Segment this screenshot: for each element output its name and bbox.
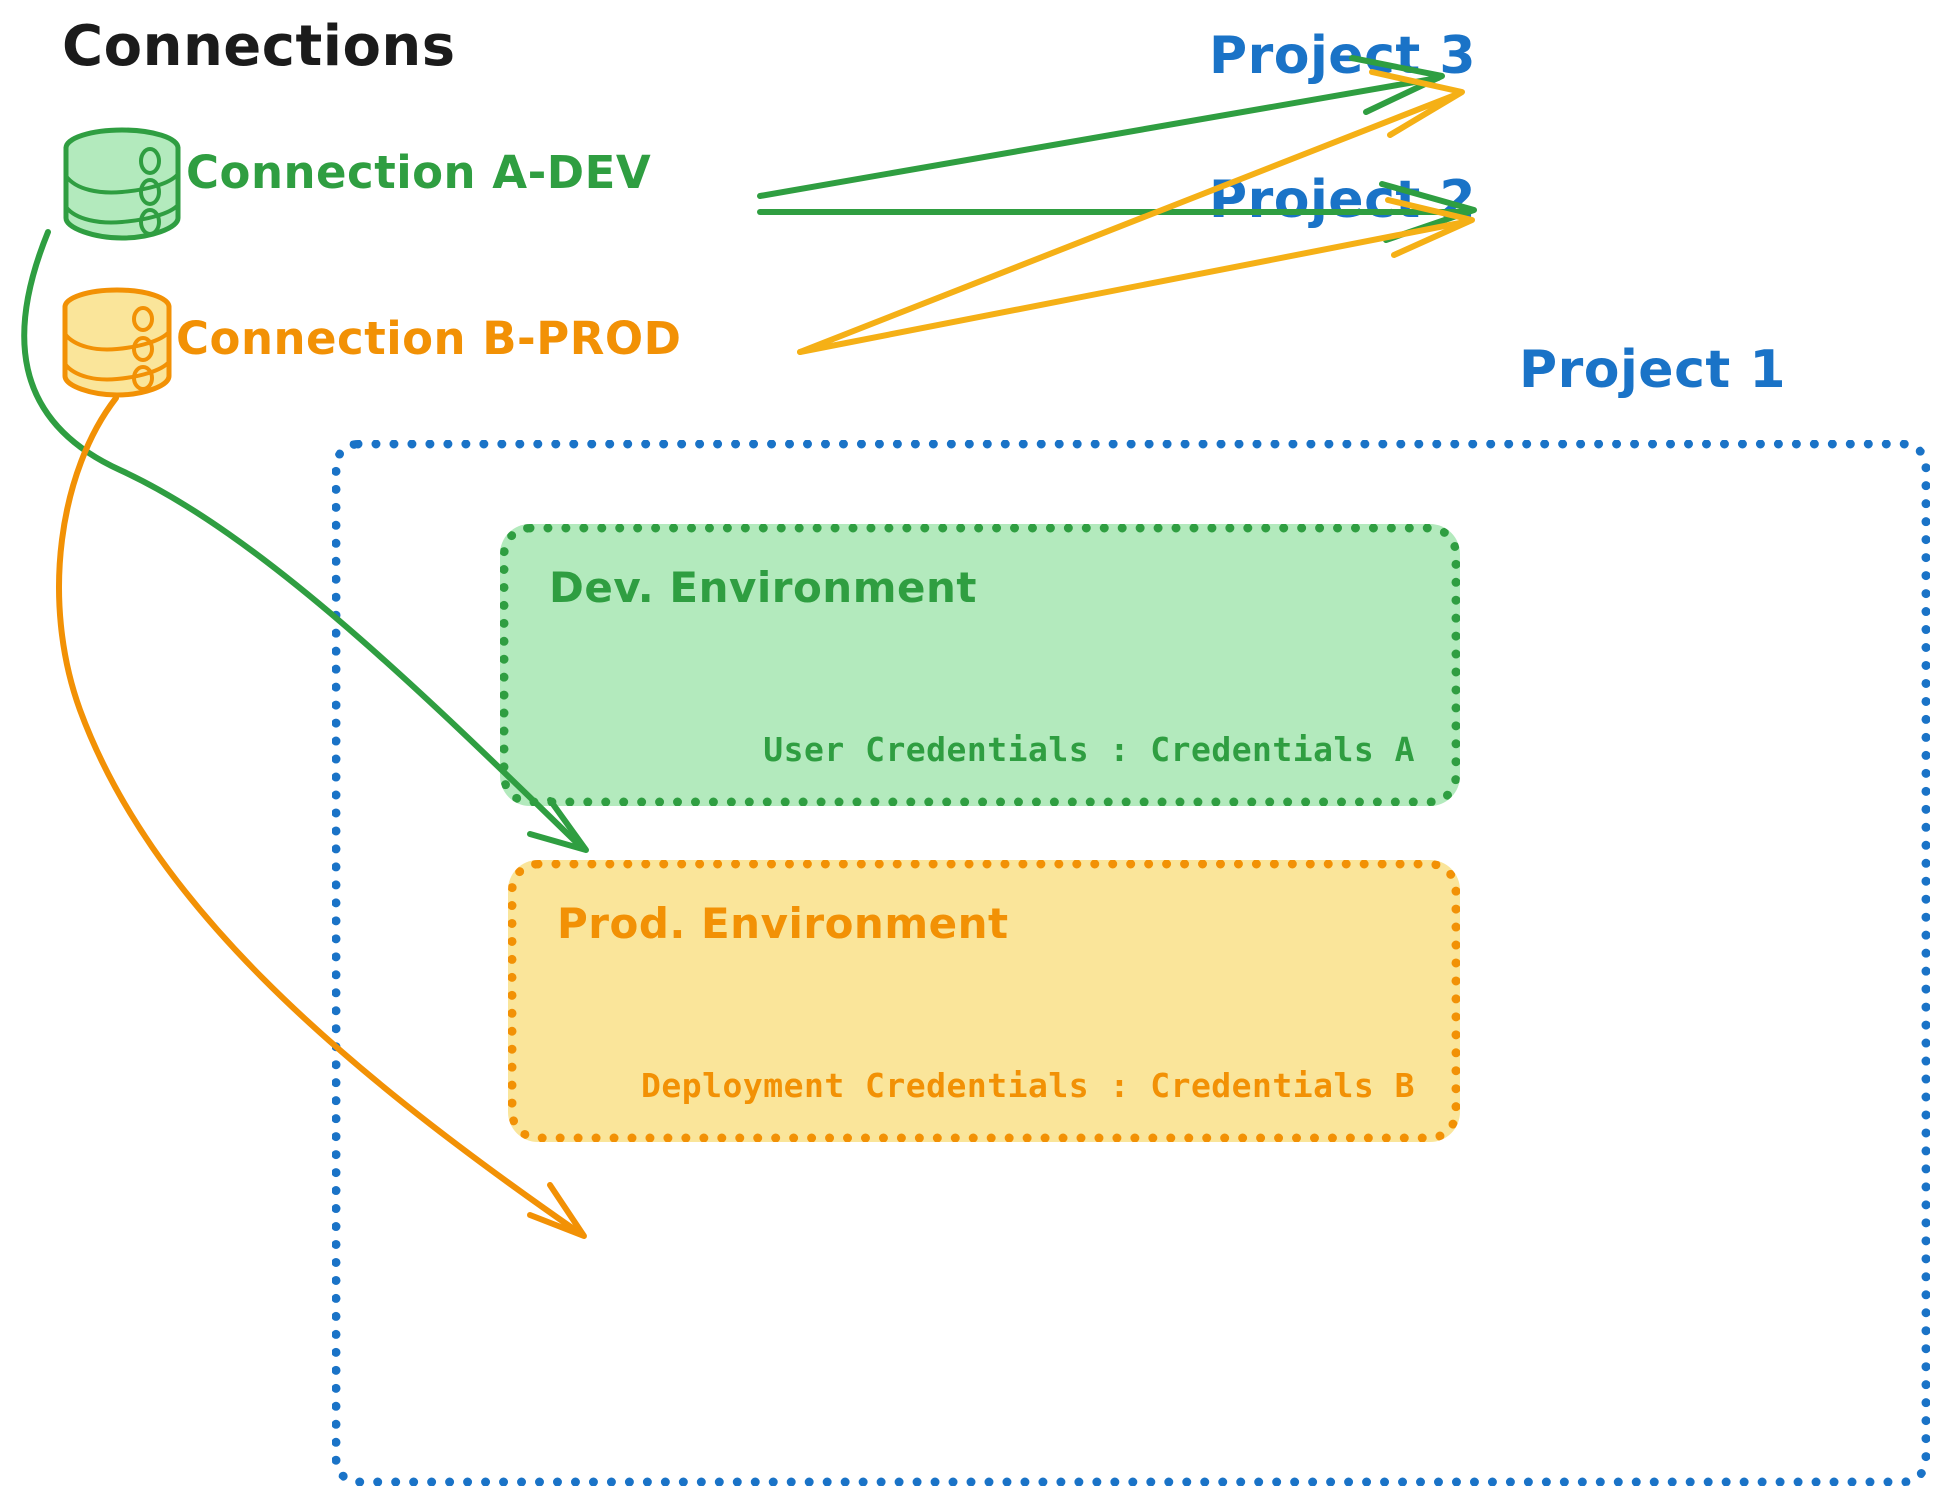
prod-environment-credentials: Deployment Credentials : Credentials B [641, 1066, 1415, 1105]
prod-environment-box[interactable]: Prod. Environment Deployment Credentials… [508, 860, 1460, 1142]
project-1-label[interactable]: Project 1 [1519, 340, 1787, 400]
dev-environment-credentials: User Credentials : Credentials A [763, 730, 1415, 769]
connection-b-prod-label[interactable]: Connection B-PROD [176, 312, 682, 365]
prod-environment-title: Prod. Environment [557, 899, 1009, 948]
project-3-label[interactable]: Project 3 [1209, 26, 1477, 86]
page-title: Connections [62, 14, 456, 79]
database-icon[interactable] [63, 127, 181, 241]
connection-a-dev-label[interactable]: Connection A-DEV [186, 146, 652, 199]
project-2-label[interactable]: Project 2 [1209, 170, 1477, 230]
database-icon[interactable] [62, 287, 172, 398]
dev-environment-title: Dev. Environment [549, 563, 977, 612]
dev-environment-box[interactable]: Dev. Environment User Credentials : Cred… [500, 524, 1460, 806]
